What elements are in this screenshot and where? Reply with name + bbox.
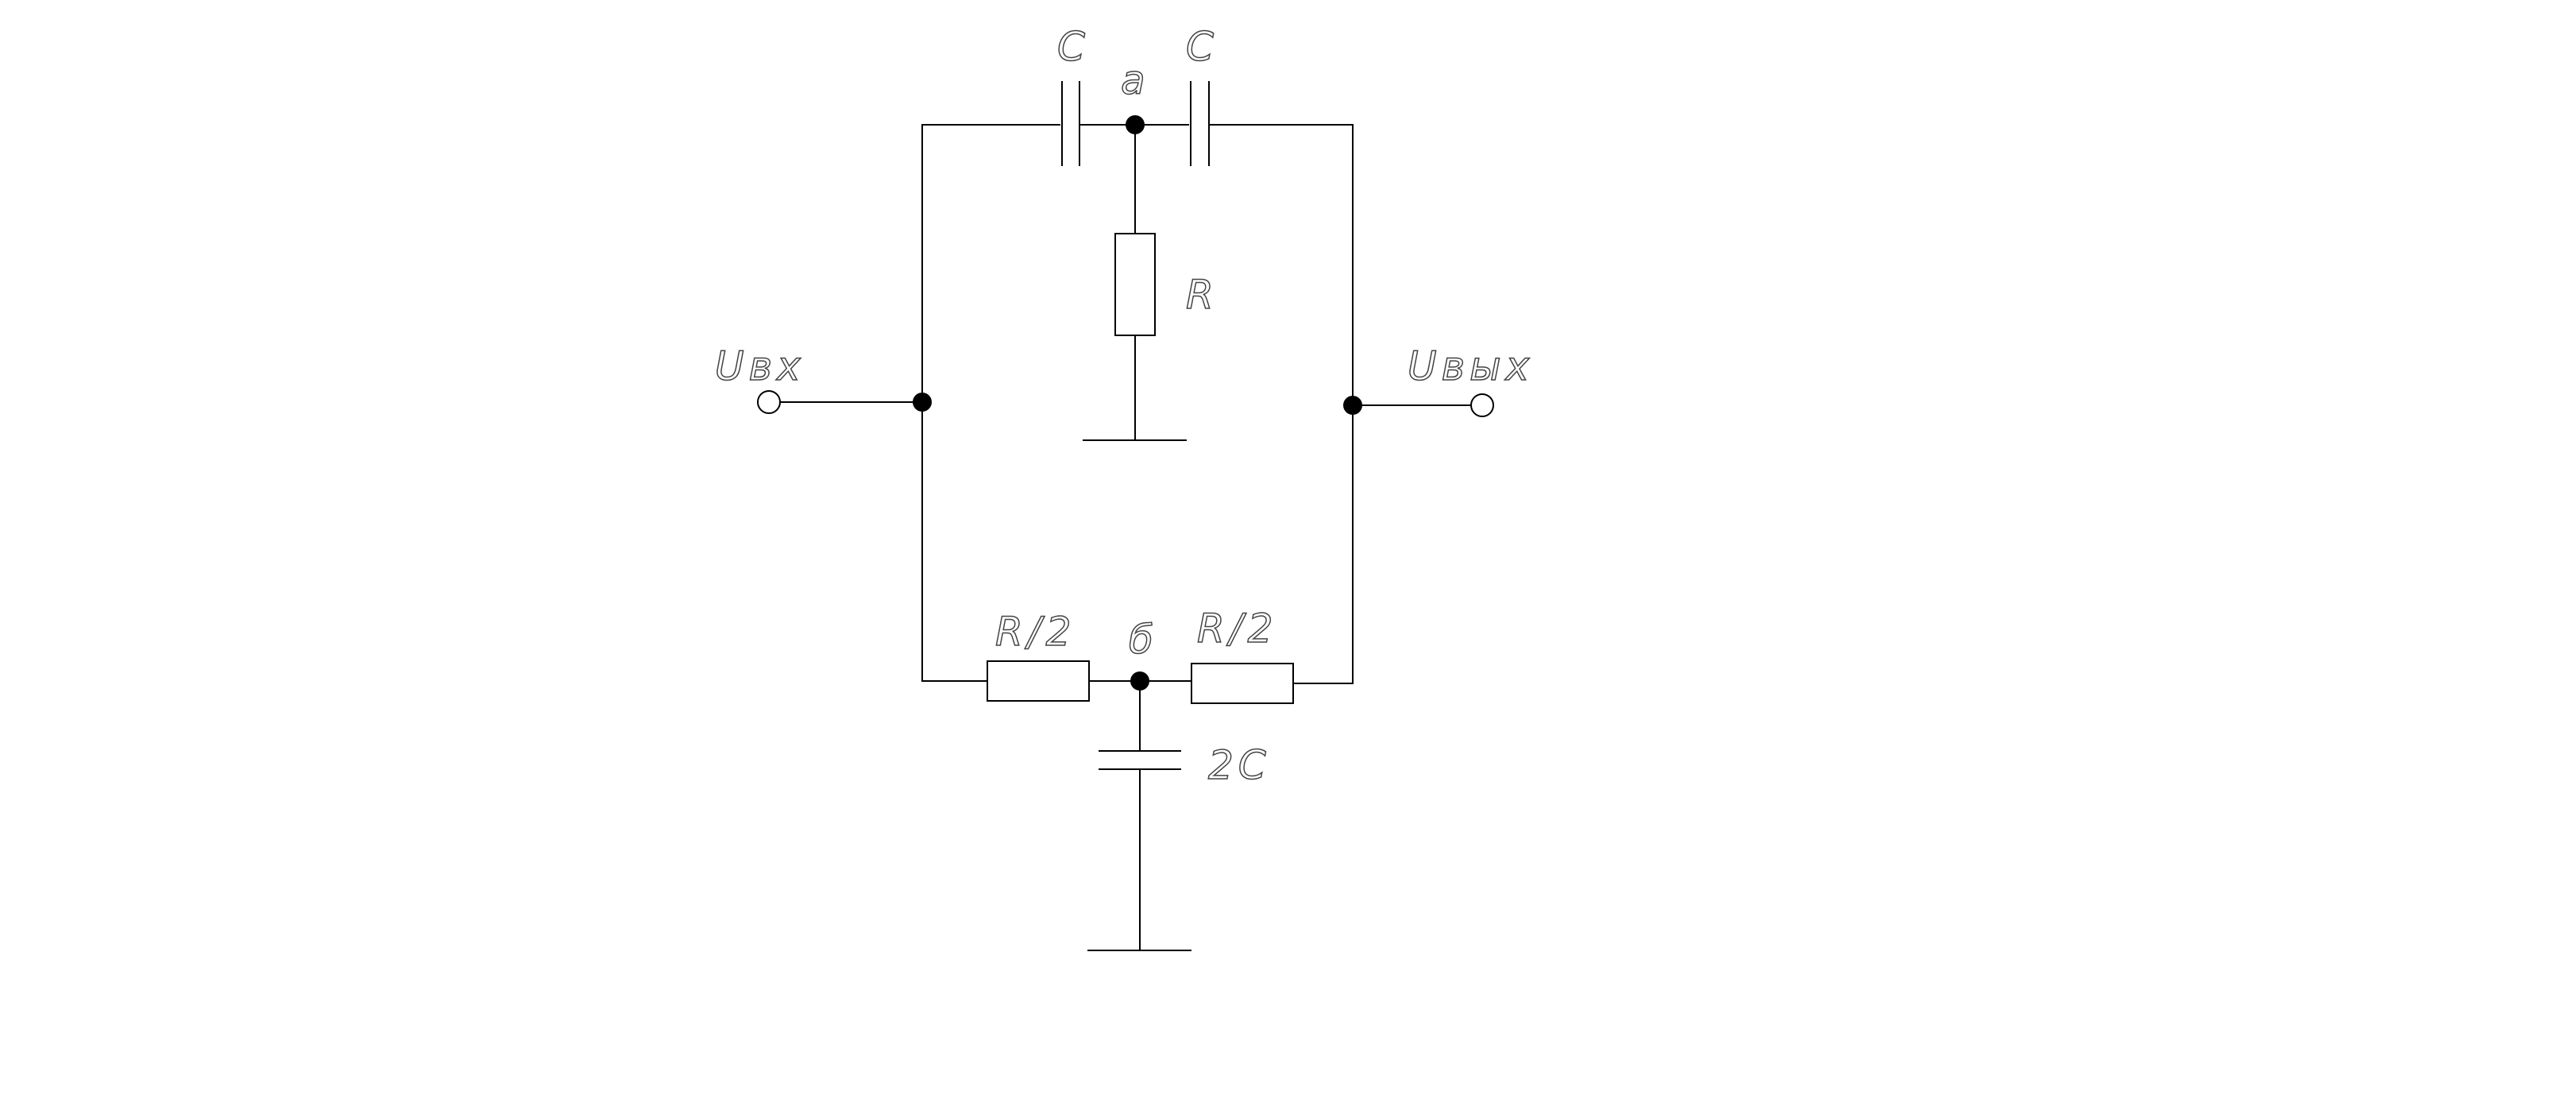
io-branch bbox=[757, 390, 1494, 417]
wire-top-left bbox=[921, 124, 1060, 401]
input-terminal bbox=[757, 390, 781, 414]
resistor-r2-left bbox=[987, 660, 1090, 702]
wire-bottom-left bbox=[921, 401, 988, 682]
label-res-shunt: R bbox=[1186, 272, 1218, 318]
capacitor-2c bbox=[1099, 750, 1181, 770]
output-terminal bbox=[1470, 393, 1494, 417]
label-cap-shunt: 2C bbox=[1208, 742, 1271, 788]
wire-top-right bbox=[1208, 124, 1354, 404]
label-output: Uвых bbox=[1408, 343, 1534, 389]
capacitor-c1 bbox=[1061, 81, 1080, 166]
resistor-r-shunt bbox=[1114, 233, 1156, 336]
label-node-a: a bbox=[1121, 57, 1150, 103]
node-a-dot bbox=[1126, 115, 1145, 134]
labels: C a C R Uвх Uвых R/2 б R/2 2C bbox=[714, 23, 1534, 789]
node-b-dot bbox=[1130, 671, 1149, 691]
label-res-bottom-left: R/2 bbox=[995, 609, 1076, 655]
label-cap-top-right: C bbox=[1186, 24, 1218, 70]
label-res-bottom-right: R/2 bbox=[1197, 606, 1277, 652]
capacitor-c2 bbox=[1190, 81, 1210, 166]
wire-bottom-right bbox=[1292, 404, 1354, 684]
label-cap-top-left: C bbox=[1057, 24, 1090, 70]
bottom-branch bbox=[921, 401, 1354, 951]
top-branch bbox=[921, 81, 1354, 441]
resistor-r2-right bbox=[1191, 663, 1294, 704]
label-node-b: б bbox=[1129, 617, 1158, 663]
label-input: Uвх bbox=[715, 343, 805, 389]
